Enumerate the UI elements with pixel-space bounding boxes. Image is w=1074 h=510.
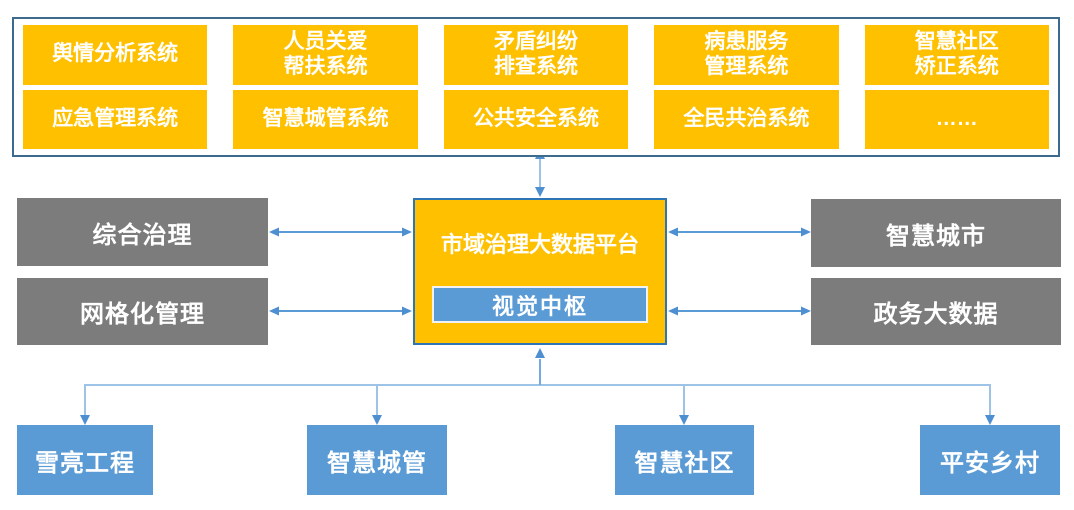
bottom-node-smart-urban-mgmt: 智慧城管 xyxy=(307,425,447,495)
subsystem-box-r2c5-more: …… xyxy=(864,89,1049,149)
bottom-node-smart-community: 智慧社区 xyxy=(615,425,754,495)
subsystem-panel: 舆情分析系统 人员关爱 帮扶系统 矛盾纠纷 排查系统 病患服务 管理系统 智慧社… xyxy=(12,17,1060,157)
subsystem-box-r1c5: 智慧社区 矫正系统 xyxy=(864,25,1049,85)
arrow-left-bottom xyxy=(269,306,412,316)
bottom-node-safe-village: 平安乡村 xyxy=(920,425,1060,495)
subsystem-box-r2c3: 公共安全系统 xyxy=(443,89,629,149)
subsystem-box-r1c1: 舆情分析系统 xyxy=(23,25,208,85)
subsystem-box-r1c4: 病患服务 管理系统 xyxy=(654,25,839,85)
left-node-comprehensive-governance: 综合治理 xyxy=(17,198,268,266)
bus-line xyxy=(80,348,995,425)
right-node-gov-bigdata: 政务大数据 xyxy=(811,278,1061,345)
central-platform-title: 市域治理大数据平台 xyxy=(440,232,639,257)
subsystem-box-r2c1: 应急管理系统 xyxy=(23,89,208,149)
central-platform-box: 市域治理大数据平台 视觉中枢 xyxy=(413,198,667,345)
subsystem-box-r2c4: 全民共治系统 xyxy=(654,89,839,149)
bottom-node-xueliang-project: 雪亮工程 xyxy=(17,425,153,495)
vision-core-box: 视觉中枢 xyxy=(432,286,648,323)
subsystem-box-r1c2: 人员关爱 帮扶系统 xyxy=(233,25,418,85)
arrow-right-bottom xyxy=(668,306,811,316)
left-node-grid-management: 网格化管理 xyxy=(17,278,268,345)
arrow-left-top xyxy=(269,227,412,237)
right-node-smart-city: 智慧城市 xyxy=(811,199,1061,267)
arrow-right-top xyxy=(668,227,811,237)
subsystem-box-r2c2: 智慧城管系统 xyxy=(233,89,418,149)
subsystem-box-r1c3: 矛盾纠纷 排查系统 xyxy=(443,25,629,85)
